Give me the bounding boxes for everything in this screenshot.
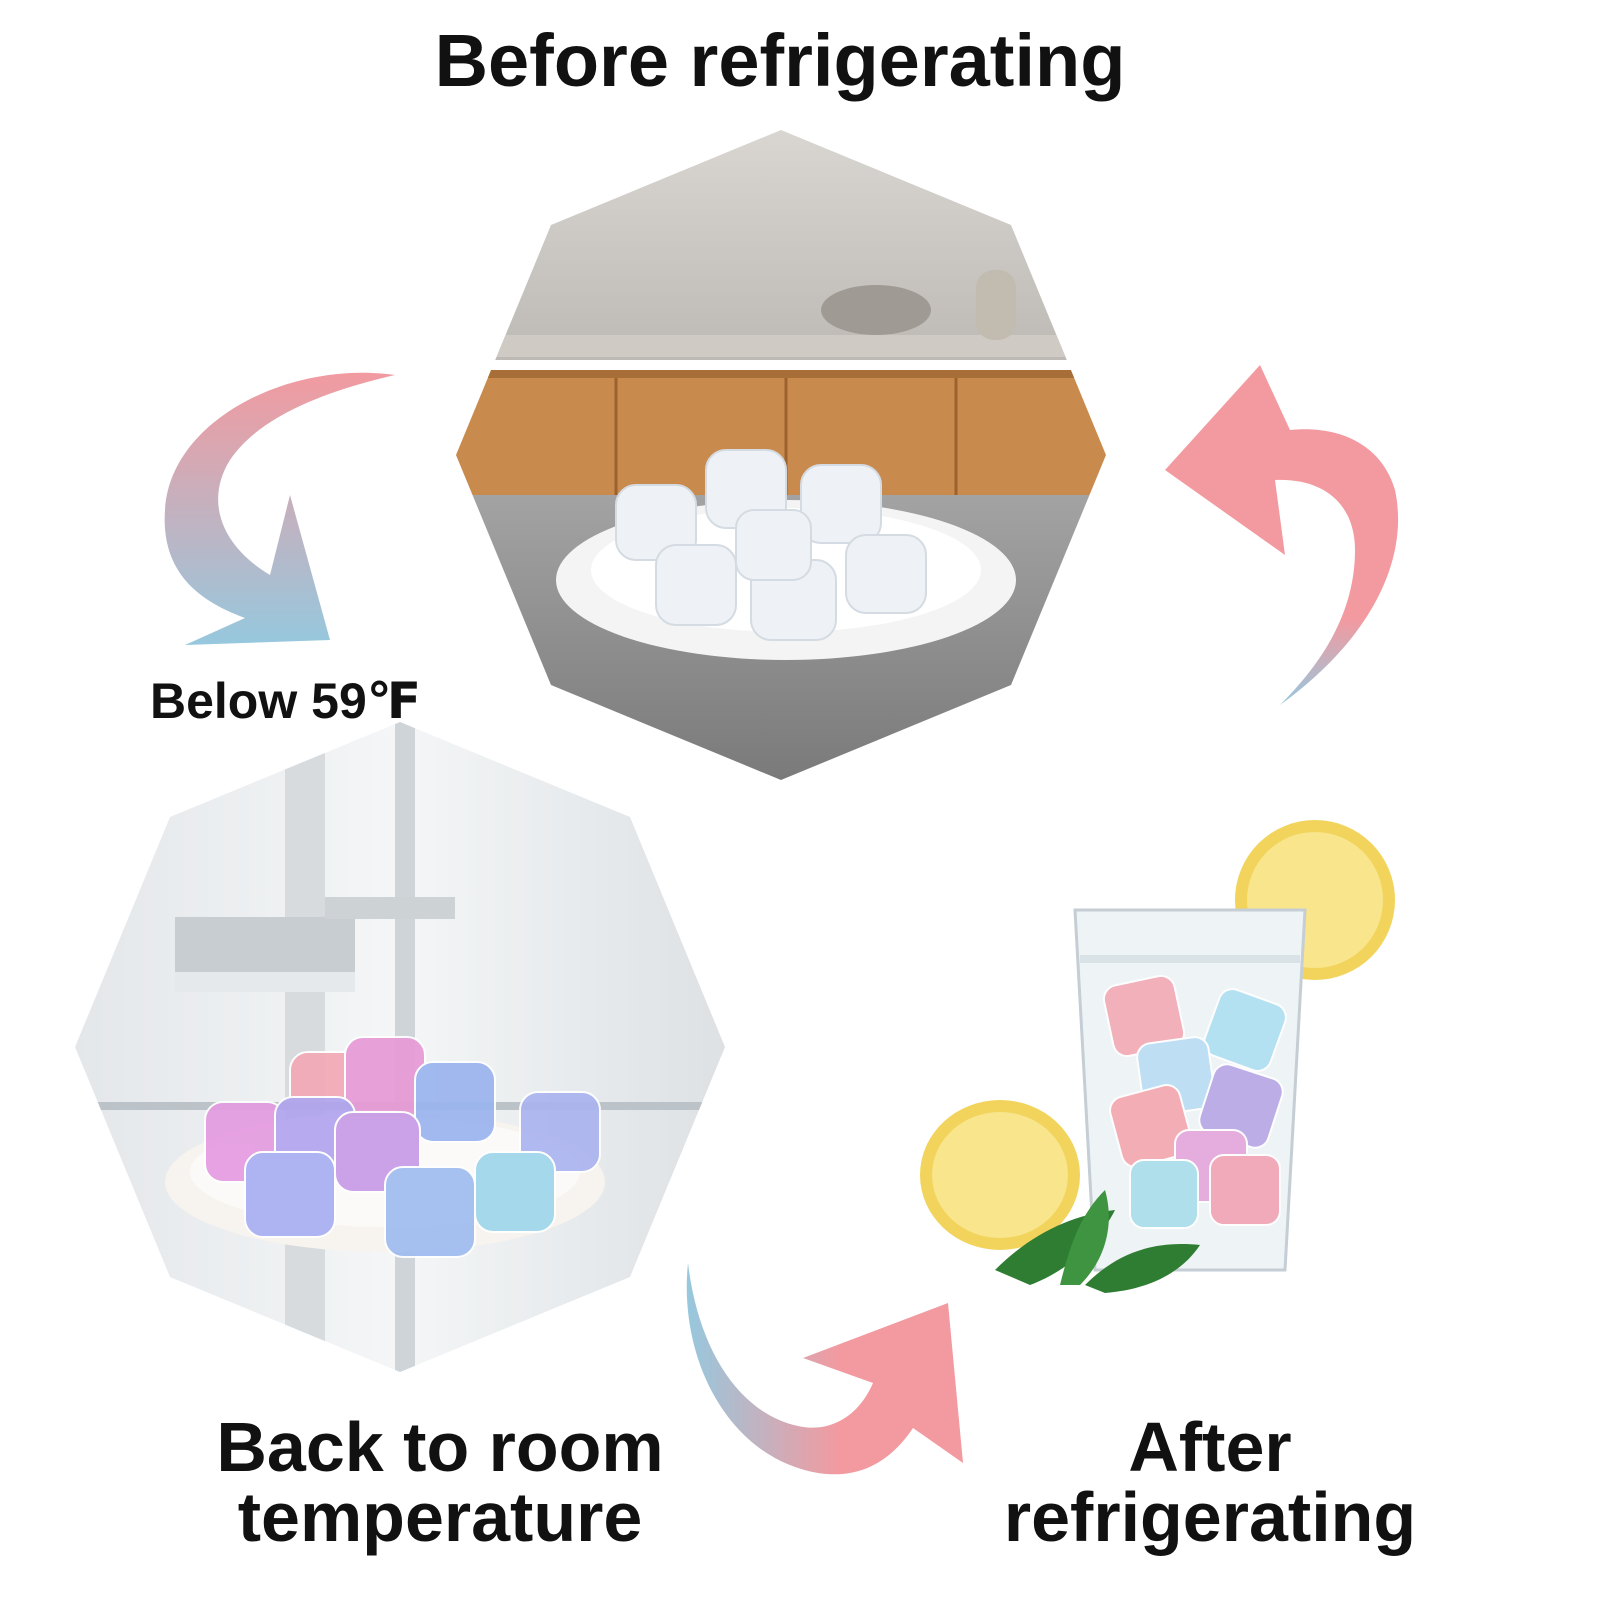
- scene-after-refrigerating: [920, 815, 1420, 1315]
- curved-arrow-up-icon: [1160, 360, 1420, 710]
- title-after-refrigerating: After refrigerating: [960, 1412, 1460, 1552]
- curved-arrow-right-icon: [678, 1258, 978, 1488]
- title-before-refrigerating: Before refrigerating: [434, 19, 1126, 102]
- title-after-line2: refrigerating: [1003, 1478, 1417, 1556]
- title-after-line1: After: [1128, 1408, 1292, 1486]
- title-back-to-room-temperature: Back to room temperature: [80, 1412, 800, 1552]
- title-back-line1: Back to room: [216, 1408, 664, 1486]
- label-below-59f: Below 59℉: [150, 673, 422, 729]
- curved-arrow-down-icon: [150, 360, 410, 660]
- scene-back-to-room-temperature: [75, 722, 725, 1372]
- title-back-line2: temperature: [237, 1478, 643, 1556]
- scene-before-refrigerating: [456, 130, 1106, 780]
